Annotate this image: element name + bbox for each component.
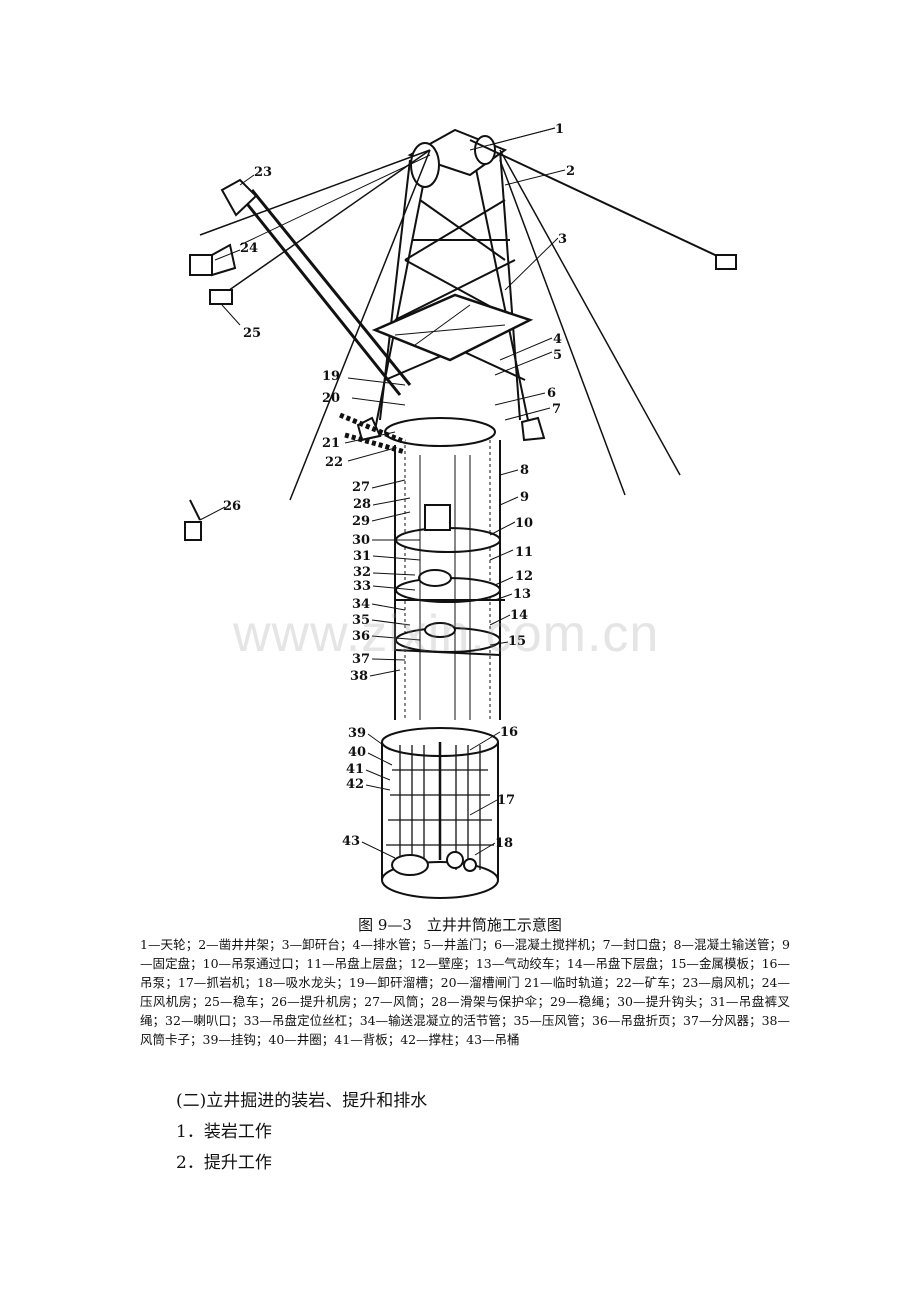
label: 12 [515,569,533,584]
shaft-construction-diagram: 1 2 3 4 5 6 7 8 9 10 11 12 13 14 15 16 1… [184,122,737,899]
label: 42 [346,777,364,792]
label: 23 [254,165,272,180]
label: 1 [555,122,564,137]
label: 32 [353,565,371,580]
label: 34 [352,597,370,612]
label: 11 [515,545,533,560]
label: 26 [223,499,241,514]
label: 35 [352,613,370,628]
label: 7 [552,402,561,417]
label: 20 [322,391,340,406]
label: 29 [352,514,370,529]
label: 2 [566,164,575,179]
label: 18 [495,836,513,851]
label: 24 [240,241,258,256]
label: 8 [520,463,529,478]
label: 41 [346,762,364,777]
label: 16 [500,725,518,740]
label: 33 [353,579,371,594]
section-item-1: 1．装岩工作 [176,1122,272,1142]
label: 17 [497,793,515,808]
label: 31 [353,549,371,564]
label: 28 [353,497,371,512]
label: 15 [508,634,526,649]
label: 3 [558,232,567,247]
label: 13 [513,587,531,602]
label: 37 [352,652,370,667]
label: 25 [243,326,261,341]
section-item-2: 2．提升工作 [176,1153,272,1173]
label: 36 [352,629,370,644]
label: 19 [322,369,340,384]
figure-legend: 1—天轮；2—凿井井架；3—卸矸台；4—排水管；5—井盖门；6—混凝土搅拌机；7… [140,937,790,1047]
label: 40 [348,745,366,760]
label: 39 [348,726,366,741]
label: 21 [322,436,340,451]
label: 30 [352,533,370,548]
label: 9 [520,490,529,505]
label: 5 [553,348,562,363]
label: 22 [325,455,343,470]
label: 43 [342,834,360,849]
section-heading: (二)立井掘进的装岩、提升和排水 [176,1091,428,1111]
label: 38 [350,669,368,684]
watermark: www.zixin.com.cn [233,605,660,663]
figure-caption: 图 9—3 立井井筒施工示意图 [358,916,562,934]
label: 10 [515,516,533,531]
label: 14 [510,608,528,623]
label: 27 [352,480,370,495]
label: 4 [553,332,562,347]
label: 6 [547,386,556,401]
